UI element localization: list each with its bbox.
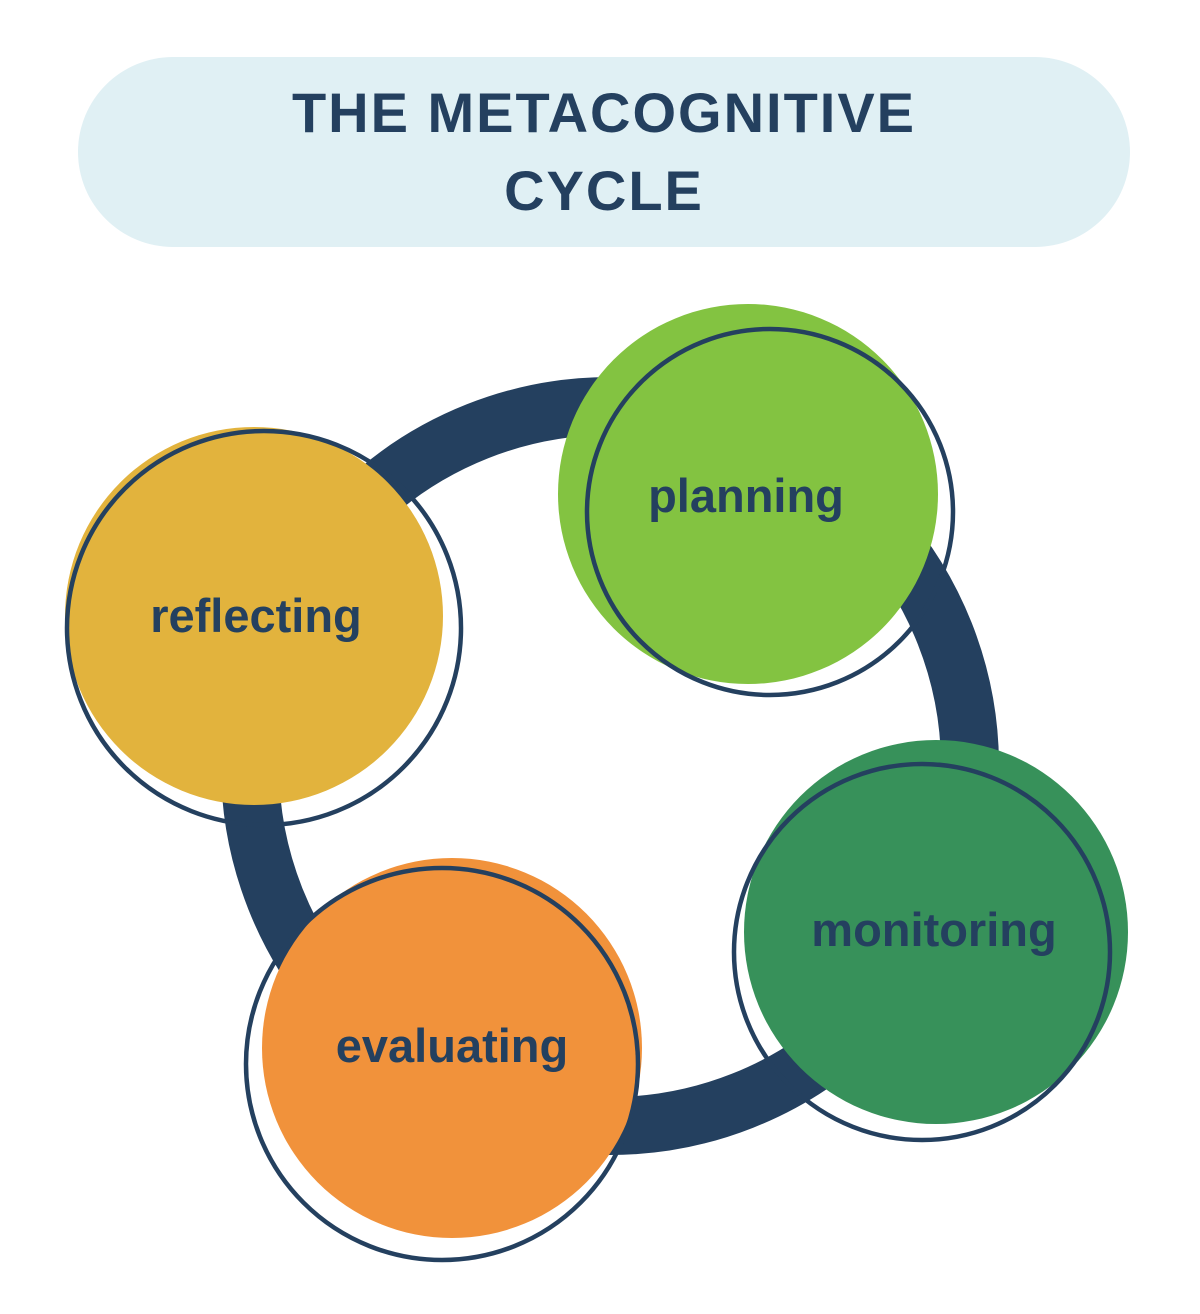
node-label-planning: planning [648, 469, 844, 522]
node-outline-planning [584, 326, 956, 698]
node-outline-evaluating [243, 865, 641, 1263]
node-label-monitoring: monitoring [811, 903, 1056, 956]
node-circle-reflecting [65, 427, 443, 805]
node-circle-planning [558, 304, 938, 684]
diagram-title-line-2: CYCLE [504, 159, 704, 222]
title-banner: THE METACOGNITIVE CYCLE [78, 57, 1130, 247]
node-label-evaluating: evaluating [336, 1019, 568, 1072]
node-outline-monitoring [731, 761, 1113, 1143]
node-label-reflecting: reflecting [150, 589, 362, 642]
node-circle-monitoring [744, 740, 1128, 1124]
node-circle-evaluating [262, 858, 642, 1238]
diagram-title-line-1: THE METACOGNITIVE [291, 81, 917, 144]
node-outline-reflecting [64, 428, 464, 828]
